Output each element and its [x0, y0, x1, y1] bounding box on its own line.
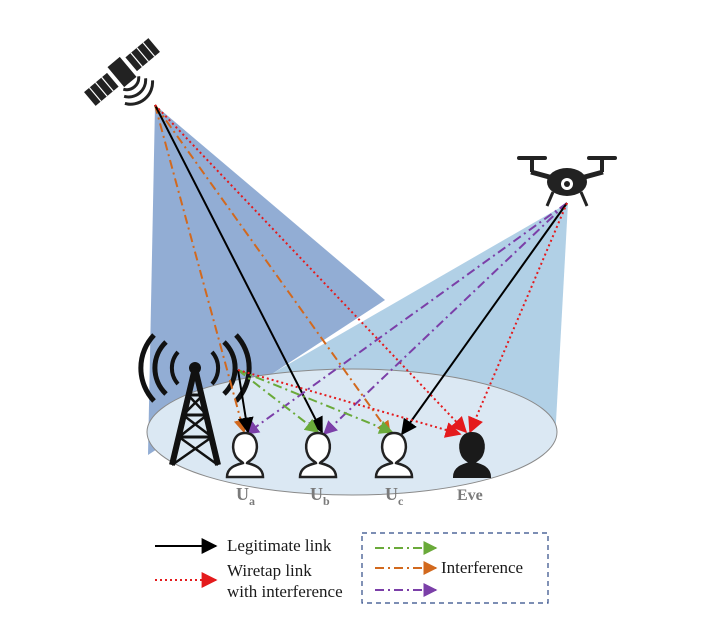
user-label-a: Ua: [236, 484, 255, 508]
link-uav-ub-interference: [322, 202, 568, 435]
link-bs-uc-interference: [237, 369, 394, 434]
link-sat-uc-interference: [154, 104, 391, 436]
drone-icon: [517, 156, 617, 207]
link-bs-ub-interference: [237, 369, 320, 433]
legend-interference-box: [361, 532, 549, 604]
link-uav-eve-wiretap: [468, 202, 568, 434]
legend-wiretap-label-line2: with interference: [227, 582, 343, 601]
satellite-links: [154, 104, 468, 436]
satellite-icon: [84, 38, 160, 106]
legend-wiretap-label-line1: Wiretap link: [227, 561, 312, 580]
eavesdropper-icon: [452, 431, 492, 478]
satellite-beam: [148, 105, 385, 455]
link-uav-ua-interference: [244, 202, 568, 435]
link-uav-uc-legitimate: [401, 202, 568, 436]
bs-links: [237, 369, 462, 438]
legend-interference-label: Interference: [441, 558, 523, 577]
link-bs-ua-legitimate: [237, 369, 254, 434]
user-label-c: Uc: [385, 484, 404, 508]
user-icon: [298, 431, 338, 479]
uav-links: [244, 202, 568, 436]
eavesdropper-label: Eve: [457, 487, 483, 504]
link-bs-eve-wiretap: [237, 369, 462, 438]
link-sat-eve-wiretap: [154, 104, 468, 434]
user-icon: [374, 431, 414, 479]
user-label-b: Ub: [310, 484, 330, 508]
user-icon: [225, 431, 265, 479]
cell-tower-icon: [138, 333, 252, 467]
link-sat-ub-legitimate: [154, 104, 323, 434]
legend-legitimate-label: Legitimate link: [227, 536, 332, 555]
legend: Legitimate link Wiretap link with interf…: [155, 532, 549, 604]
